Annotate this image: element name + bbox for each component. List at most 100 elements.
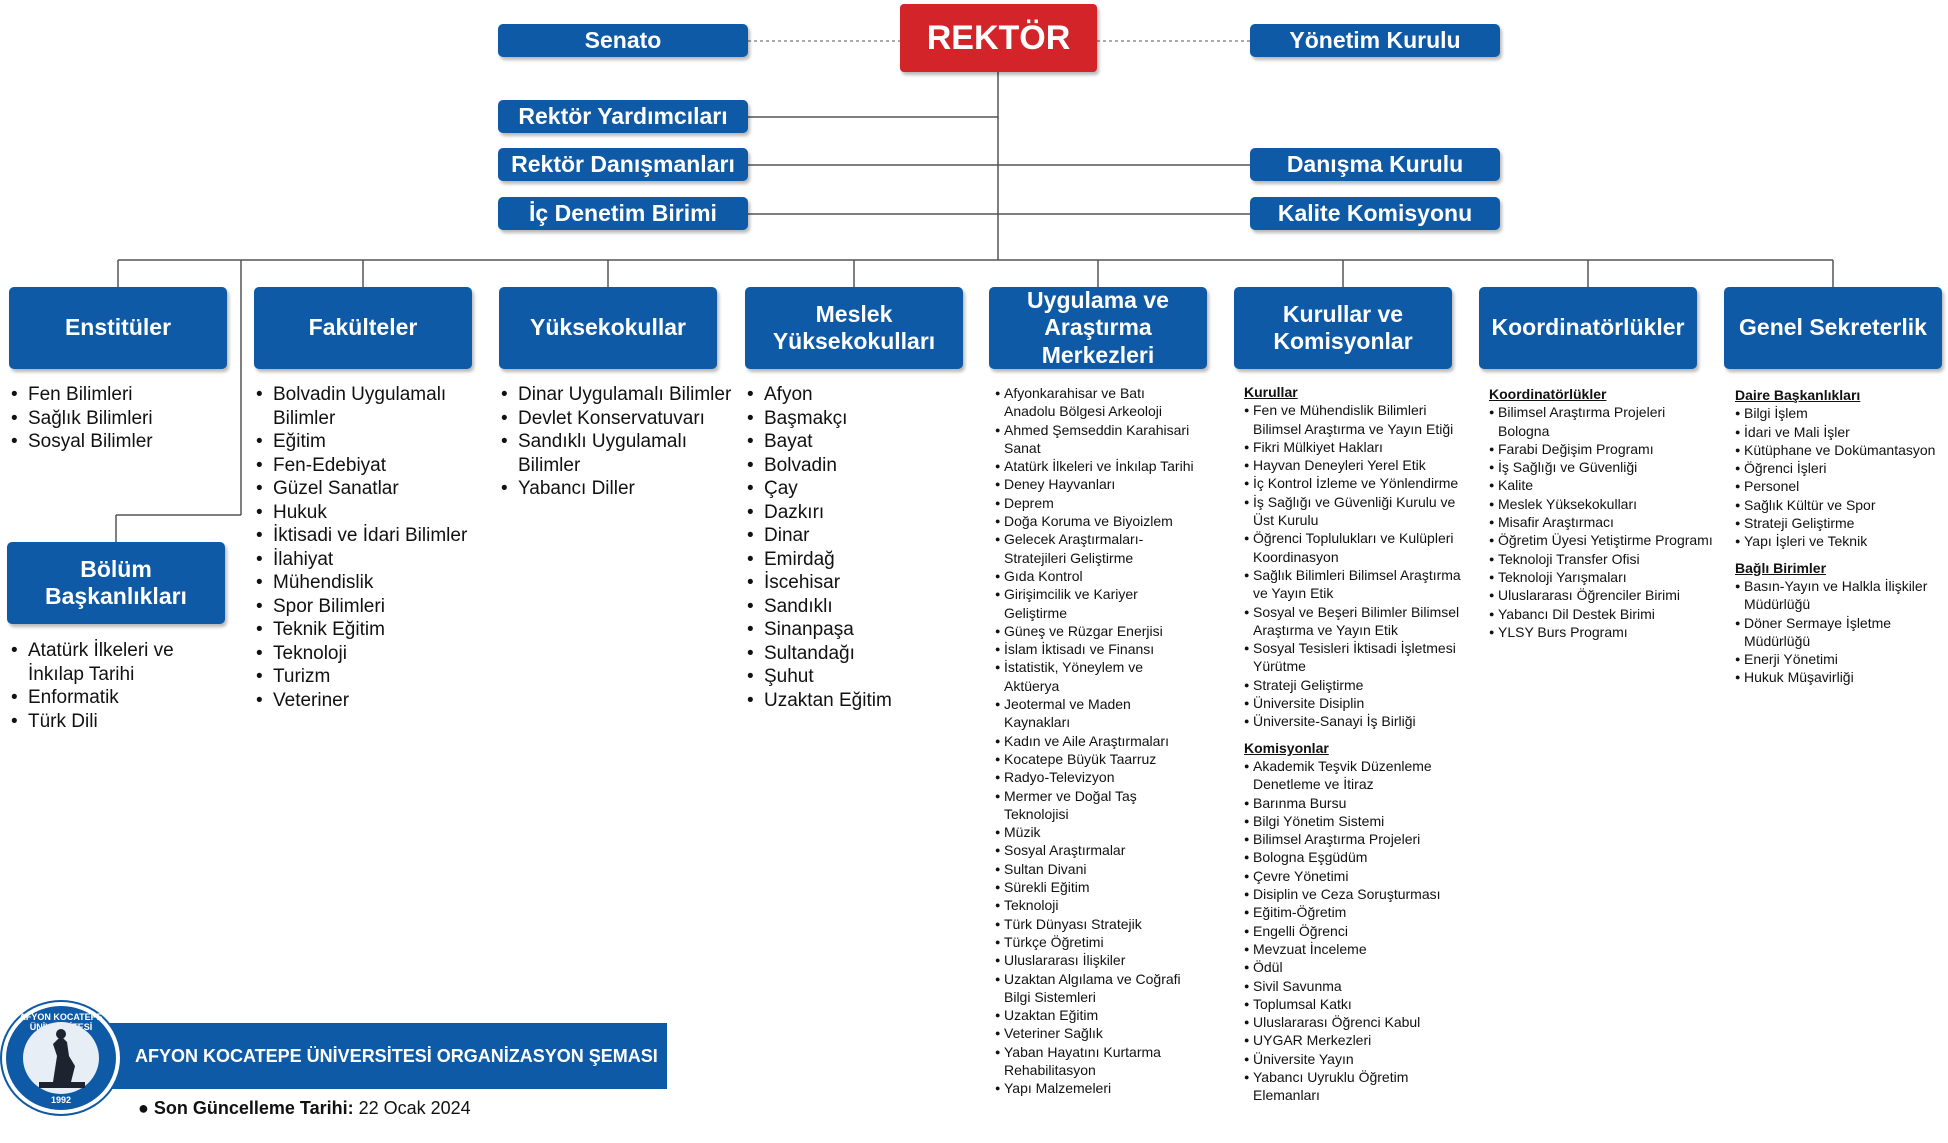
list-item: Çay bbox=[745, 477, 980, 501]
list-item: Dinar Uygulamalı Bilimler bbox=[499, 383, 734, 407]
enstituler-list: Fen BilimleriSağlık BilimleriSosyal Bili… bbox=[9, 383, 234, 454]
list-item: Bilimsel Araştırma Projeleri Bologna bbox=[1489, 403, 1719, 440]
list-item: İlahiyat bbox=[254, 548, 489, 572]
list-item: Dinar bbox=[745, 524, 980, 548]
list-item: Güneş ve Rüzgar Enerjisi bbox=[995, 622, 1195, 641]
list-item: Sağlık Kültür ve Spor bbox=[1735, 496, 1945, 515]
list-item: Sandıklı bbox=[745, 595, 980, 619]
list-item: Atatürk İlkeleri ve İnkılap Tarihi bbox=[995, 457, 1195, 476]
list-item: Basın-Yayın ve Halkla İlişkiler Müdürlüğ… bbox=[1735, 577, 1945, 614]
unit-meslek-yuksekokullari: Meslek Yüksekokulları bbox=[745, 287, 963, 369]
list-item: Gıda Kontrol bbox=[995, 567, 1195, 586]
list-item: Barınma Bursu bbox=[1244, 794, 1462, 813]
unit-koordinatorlukler: Koordinatörlükler bbox=[1479, 287, 1697, 369]
list-item: Yaban Hayatını Kurtarma Rehabilitasyon bbox=[995, 1043, 1195, 1080]
komisyonlar-heading: Komisyonlar bbox=[1244, 739, 1329, 756]
list-item: Yabancı Uyruklu Öğretim Elemanları bbox=[1244, 1068, 1462, 1105]
list-item: Akademik Teşvik Düzenleme Denetleme ve İ… bbox=[1244, 757, 1462, 794]
unit-label: Genel Sekreterlik bbox=[1739, 314, 1927, 341]
list-item: Türk Dili bbox=[9, 710, 234, 734]
list-item: Üniversite Disiplin bbox=[1244, 694, 1462, 713]
list-item: Uzaktan Algılama ve Coğrafi Bilgi Sistem… bbox=[995, 970, 1195, 1007]
list-item: İktisadi ve İdari Bilimler bbox=[254, 524, 489, 548]
list-item: Fen Bilimleri bbox=[9, 383, 234, 407]
list-item: Güzel Sanatlar bbox=[254, 477, 489, 501]
list-item: Veteriner bbox=[254, 689, 489, 713]
list-item: Yapı Malzemeleri bbox=[995, 1079, 1195, 1098]
list-item: Radyo-Televizyon bbox=[995, 768, 1195, 787]
list-item: Hukuk bbox=[254, 501, 489, 525]
list-item: Ahmed Şemseddin Karahisari Sanat bbox=[995, 421, 1195, 458]
list-item: Toplumsal Katkı bbox=[1244, 995, 1462, 1014]
list-item: YLSY Burs Programı bbox=[1489, 623, 1719, 642]
unit-label: Kurullar ve Komisyonlar bbox=[1273, 300, 1413, 354]
list-item: Sağlık Bilimleri bbox=[9, 407, 234, 431]
list-item: UYGAR Merkezleri bbox=[1244, 1031, 1462, 1050]
list-item: Afyonkarahisar ve Batı Anadolu Bölgesi A… bbox=[995, 384, 1195, 421]
list-item: Misafir Araştırmacı bbox=[1489, 513, 1719, 532]
list-item: Bologna Eşgüdüm bbox=[1244, 848, 1462, 867]
list-item: İdari ve Mali İşler bbox=[1735, 423, 1945, 442]
list-item: Sultan Divani bbox=[995, 860, 1195, 879]
list-item: Enformatik bbox=[9, 686, 234, 710]
list-item: İscehisar bbox=[745, 571, 980, 595]
list-item: Sosyal Araştırmalar bbox=[995, 841, 1195, 860]
list-item: Üniversite-Sanayi İş Birliği bbox=[1244, 712, 1462, 731]
last-update: ● Son Güncelleme Tarihi: 22 Ocak 2024 bbox=[138, 1098, 471, 1119]
list-item: Kadın ve Aile Araştırmaları bbox=[995, 732, 1195, 751]
kalite-komisyonu-label: Kalite Komisyonu bbox=[1277, 199, 1473, 226]
unit-merkezler: Uygulama ve Araştırma Merkezleri bbox=[989, 287, 1207, 369]
rektor-danismanlari-box: Rektör Danışmanları bbox=[498, 148, 748, 181]
list-item: Üniversite Yayın bbox=[1244, 1050, 1462, 1069]
list-item: Hukuk Müşavirliği bbox=[1735, 668, 1945, 687]
merkezler-list: Afyonkarahisar ve Batı Anadolu Bölgesi A… bbox=[995, 384, 1195, 1098]
monument-icon bbox=[39, 1029, 85, 1088]
senato-label: Senato bbox=[584, 26, 662, 53]
rektor-label: REKTÖR bbox=[926, 18, 1071, 57]
logo-year: 1992 bbox=[50, 1095, 72, 1105]
list-item: Fen-Edebiyat bbox=[254, 454, 489, 478]
list-item: Sandıklı Uygulamalı Bilimler bbox=[499, 430, 734, 477]
rektor-yardimcilari-label: Rektör Yardımcıları bbox=[518, 102, 728, 129]
list-item: Kalite bbox=[1489, 476, 1719, 495]
list-item: Şuhut bbox=[745, 665, 980, 689]
list-item: Farabi Değişim Programı bbox=[1489, 440, 1719, 459]
list-item: Mermer ve Doğal Taş Teknolojisi bbox=[995, 787, 1195, 824]
list-item: Bolvadin Uygulamalı Bilimler bbox=[254, 383, 489, 430]
daire-heading: Daire Başkanlıkları bbox=[1735, 387, 1861, 403]
list-item: Döner Sermaye İşletme Müdürlüğü bbox=[1735, 614, 1945, 651]
unit-label: Meslek Yüksekokulları bbox=[772, 300, 936, 354]
list-item: Müzik bbox=[995, 823, 1195, 842]
update-date: 22 Ocak 2024 bbox=[358, 1098, 471, 1118]
list-item: Doğa Koruma ve Biyoizlem bbox=[995, 512, 1195, 531]
list-item: Sinanpaşa bbox=[745, 618, 980, 642]
list-item: Afyon bbox=[745, 383, 980, 407]
danisma-kurulu-box: Danışma Kurulu bbox=[1250, 148, 1500, 181]
list-item: Jeotermal ve Maden Kaynakları bbox=[995, 695, 1195, 732]
ic-denetim-label: İç Denetim Birimi bbox=[529, 199, 717, 226]
list-item: Öğrenci Toplulukları ve Kulüpleri Koordi… bbox=[1244, 529, 1462, 566]
list-item: Sosyal Tesisleri İktisadi İşletmesi Yürü… bbox=[1244, 639, 1462, 676]
list-item: Disiplin ve Ceza Soruşturması bbox=[1244, 885, 1462, 904]
list-item: İslam İktisadı ve Finansı bbox=[995, 640, 1195, 659]
list-item: Uzaktan Eğitim bbox=[995, 1006, 1195, 1025]
list-item: Gelecek Araştırmaları-Stratejileri Geliş… bbox=[995, 530, 1195, 567]
university-seal-logo: AFYON KOCATEPE ÜNİVERSİTESİ 1992 bbox=[2, 1002, 120, 1114]
list-item: Yabancı Dil Destek Birimi bbox=[1489, 605, 1719, 624]
senato-box: Senato bbox=[498, 24, 748, 57]
list-item: Teknoloji bbox=[995, 896, 1195, 915]
list-item: Enerji Yönetimi bbox=[1735, 650, 1945, 669]
list-item: Strateji Geliştirme bbox=[1244, 676, 1462, 695]
list-item: Spor Bilimleri bbox=[254, 595, 489, 619]
list-item: Devlet Konservatuvarı bbox=[499, 407, 734, 431]
list-item: Teknoloji Yarışmaları bbox=[1489, 568, 1719, 587]
unit-label: Uygulama ve Araştırma Merkezleri bbox=[1027, 287, 1169, 368]
list-item: Eğitim bbox=[254, 430, 489, 454]
soldier-monument-icon bbox=[23, 1022, 99, 1094]
danisma-kurulu-label: Danışma Kurulu bbox=[1286, 150, 1464, 177]
list-item: Yapı İşleri ve Teknik bbox=[1735, 532, 1945, 551]
list-item: Mühendislik bbox=[254, 571, 489, 595]
koordinatorlukler-list: Koordinatörlükler Bilimsel Araştırma Pro… bbox=[1489, 383, 1719, 641]
unit-label: Bölüm Başkanlıkları bbox=[45, 555, 187, 609]
